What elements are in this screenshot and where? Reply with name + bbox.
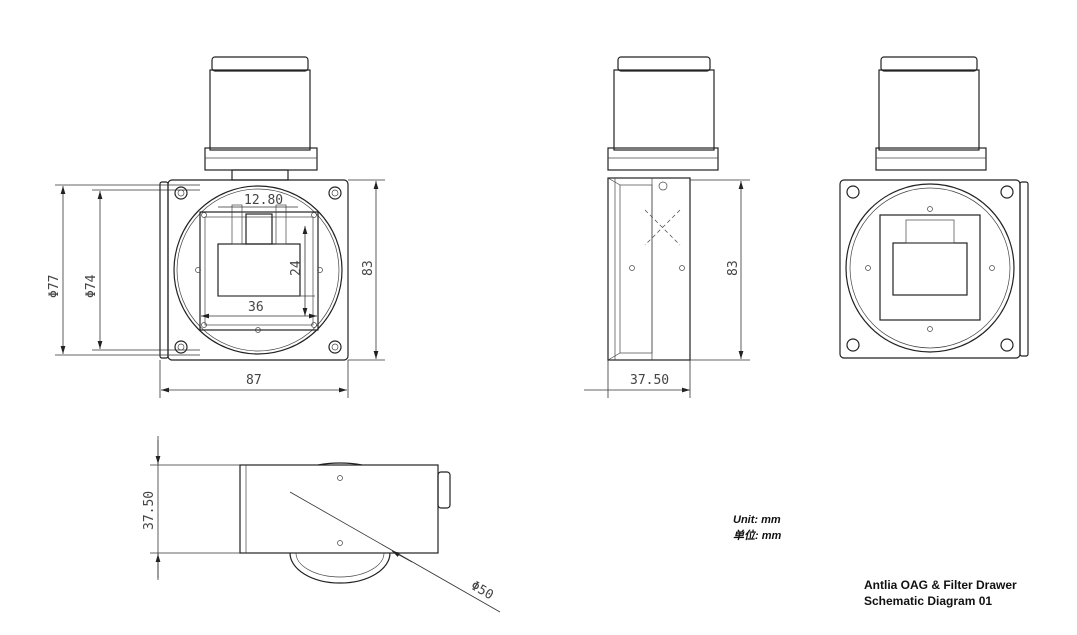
title-block: Antlia OAG & Filter Drawer Schematic Dia… bbox=[864, 577, 1017, 609]
unit-note: Unit: mm 单位: mm bbox=[733, 512, 781, 544]
title-line-1: Antlia OAG & Filter Drawer bbox=[864, 578, 1017, 592]
unit-en: Unit: mm bbox=[733, 514, 781, 526]
bottom-view: 37.50 Φ50 bbox=[142, 436, 501, 613]
dim-front-height: 83 bbox=[361, 260, 376, 276]
dim-bottom-thickness: 37.50 bbox=[142, 491, 157, 530]
dim-outer-diameter: Φ77 bbox=[47, 275, 62, 298]
rear-view bbox=[839, 56, 1029, 359]
dim-window-height: 24 bbox=[289, 260, 304, 276]
front-view: Φ77 Φ74 83 87 12.80 24 36 bbox=[47, 56, 385, 398]
dim-side-height: 83 bbox=[726, 260, 741, 276]
dim-inner-diameter: Φ74 bbox=[84, 274, 99, 298]
dim-front-width: 87 bbox=[246, 373, 262, 388]
dim-wheel-diameter: Φ50 bbox=[468, 578, 496, 603]
title-line-2: Schematic Diagram 01 bbox=[864, 594, 993, 608]
dim-window-width: 36 bbox=[248, 300, 264, 315]
side-view: 83 37.50 bbox=[584, 56, 750, 398]
unit-cn: 单位: mm bbox=[733, 530, 782, 542]
dim-slot-width: 12.80 bbox=[244, 193, 283, 208]
dim-side-depth: 37.50 bbox=[630, 373, 669, 388]
